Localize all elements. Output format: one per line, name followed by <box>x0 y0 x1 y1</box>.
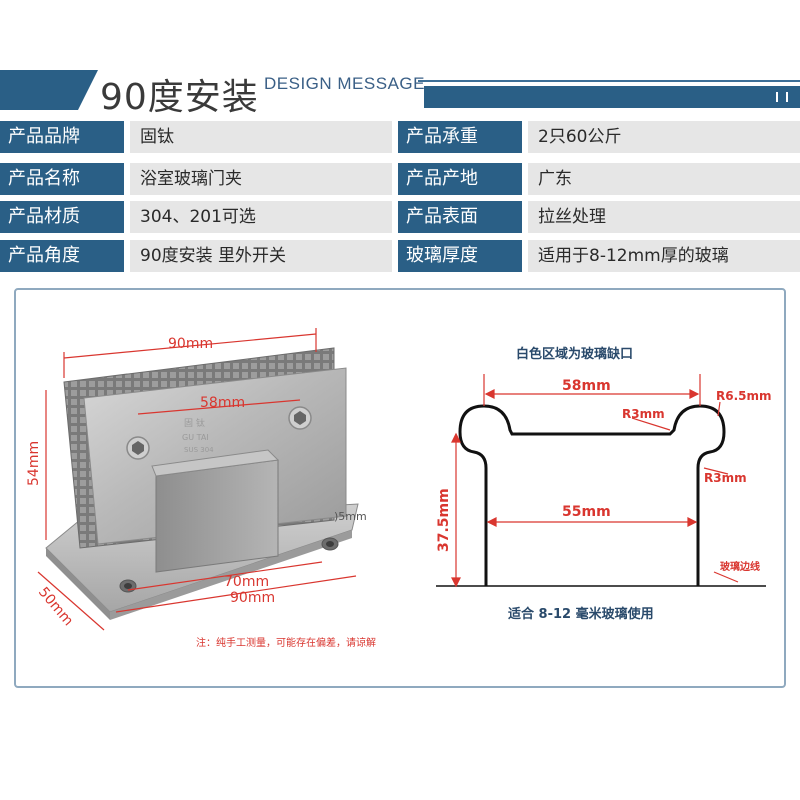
leader-line <box>703 467 729 475</box>
leader-line <box>631 417 671 431</box>
banner-left-block <box>0 70 78 110</box>
spec-value: 适用于8-12mm厚的玻璃 <box>528 240 800 272</box>
spec-value: 广东 <box>528 163 800 195</box>
banner-bar <box>424 86 800 108</box>
leader-line <box>713 571 739 583</box>
dim-line <box>63 333 317 359</box>
hex-socket-icon <box>294 411 306 425</box>
spec-label: 产品材质 <box>0 201 124 233</box>
notch-dimensions <box>451 374 739 588</box>
page-title: 90度安装 <box>100 77 259 118</box>
dim-partial-label: )5mm <box>334 510 367 523</box>
spec-label: 产品品牌 <box>0 121 124 153</box>
dim-hole-spacing: 58mm <box>200 395 245 411</box>
spec-label: 产品表面 <box>398 201 522 233</box>
dimension-drawing-panel: 固 钛 GU TAI SUS 304 90mm 58mm 54mm <box>14 288 786 688</box>
arrow-icon <box>689 389 700 399</box>
hinge-center-block <box>155 459 279 573</box>
dim-line <box>115 575 357 613</box>
notch-title: 白色区域为玻璃缺口 <box>516 346 633 362</box>
engraving-text: 固 钛 <box>184 417 205 429</box>
spec-label: 产品角度 <box>0 240 124 272</box>
spec-value: 304、201可选 <box>130 201 392 233</box>
banner-notch <box>78 70 98 110</box>
dim-line <box>37 571 105 631</box>
hinge-center-top <box>151 449 280 477</box>
banner-tick <box>786 92 788 102</box>
notch-inner-width: 55mm <box>562 504 611 520</box>
spec-label: 产品名称 <box>0 163 124 195</box>
dimension-drawing-svg: 固 钛 GU TAI SUS 304 90mm 58mm 54mm <box>26 328 772 649</box>
arrow-icon <box>451 432 461 443</box>
notch-top-width: 58mm <box>562 378 611 394</box>
header-banner: 90度安装 DESIGN MESSAGE <box>0 70 800 118</box>
banner-tick <box>776 92 778 102</box>
hinge-front-plate <box>83 367 347 545</box>
notch-outer-radius: R6.5mm <box>716 389 772 403</box>
notch-footer: 适合 8-12 毫米玻璃使用 <box>508 606 654 622</box>
dim-height: 54mm <box>26 441 42 486</box>
spec-row: 产品品牌 固钛 产品承重 2只60公斤 <box>0 121 800 153</box>
spec-value: 拉丝处理 <box>528 201 800 233</box>
glass-notch-diagram <box>436 404 766 587</box>
arrow-icon <box>451 577 461 588</box>
arrow-icon <box>484 389 495 399</box>
dim-line <box>137 399 301 415</box>
spec-row: 产品名称 浴室玻璃门夹 产品产地 广东 <box>0 163 800 195</box>
notch-inner-radius-bottom: R3mm <box>704 471 747 485</box>
banner-line <box>418 80 800 82</box>
spec-label: 产品承重 <box>398 121 522 153</box>
dim-base-hole-spacing: 70mm <box>224 574 269 590</box>
arrow-icon <box>687 517 698 527</box>
engraving-text: SUS 304 <box>184 446 214 454</box>
dim-line <box>127 561 323 591</box>
hinge-dimensions <box>37 328 357 631</box>
measurement-note: 注：纯手工测量，可能存在偏差，请谅解 <box>196 636 376 649</box>
spec-label: 产品产地 <box>398 163 522 195</box>
spec-value: 90度安装 里外开关 <box>130 240 392 272</box>
dim-base-width: 90mm <box>230 590 275 606</box>
hex-socket-icon <box>132 441 144 455</box>
spec-row: 产品材质 304、201可选 产品表面 拉丝处理 <box>0 201 800 233</box>
glass-edge-label: 玻璃边线 <box>720 560 760 573</box>
notch-outline <box>458 404 726 586</box>
hinge-base-edge <box>46 548 110 620</box>
page-subtitle: DESIGN MESSAGE <box>264 74 425 93</box>
base-hole-icon <box>326 541 334 547</box>
notch-inner-radius-top: R3mm <box>622 407 665 421</box>
dim-depth: 50mm <box>35 584 76 629</box>
spec-value: 浴室玻璃门夹 <box>130 163 392 195</box>
leader-line <box>717 401 721 417</box>
engraving-text: GU TAI <box>182 433 209 442</box>
dim-top-width: 90mm <box>168 336 213 352</box>
spec-value: 2只60公斤 <box>528 121 800 153</box>
spec-value: 固钛 <box>130 121 392 153</box>
arrow-icon <box>486 517 497 527</box>
notch-height: 37.5mm <box>436 488 452 552</box>
base-hole-icon <box>124 583 132 589</box>
spec-row: 产品角度 90度安装 里外开关 玻璃厚度 适用于8-12mm厚的玻璃 <box>0 240 800 272</box>
spec-label: 玻璃厚度 <box>398 240 522 272</box>
